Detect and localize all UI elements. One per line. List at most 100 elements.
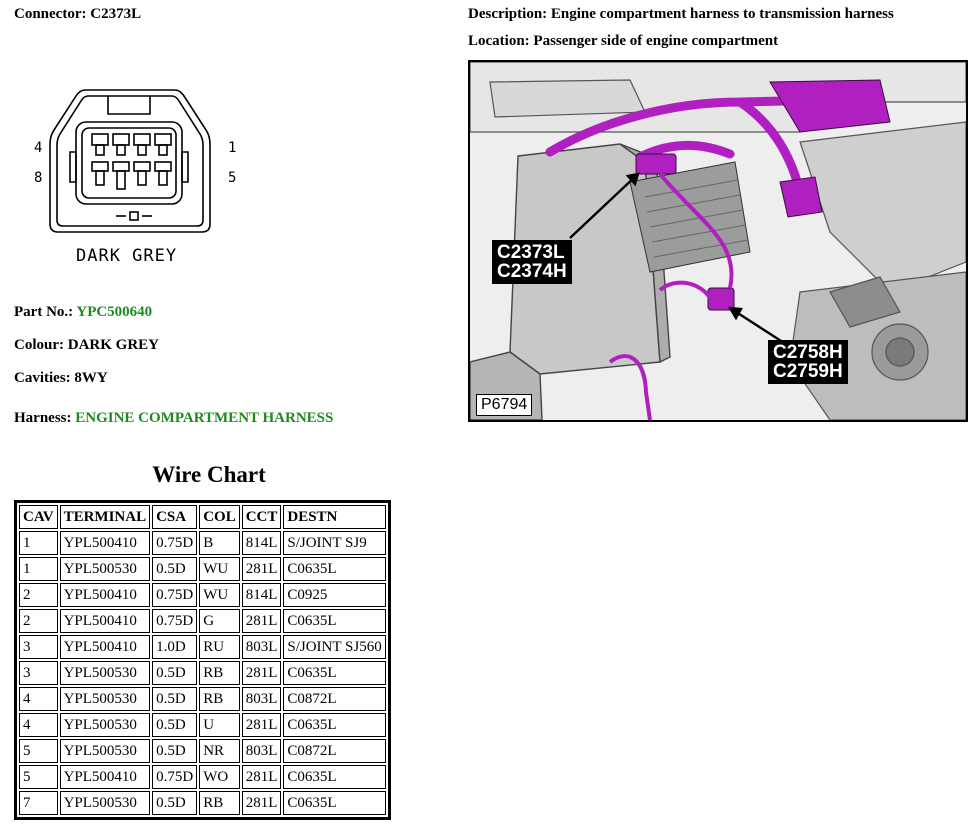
cell-csa: 0.5D [152,557,198,581]
harness-link[interactable]: ENGINE COMPARTMENT HARNESS [75,410,334,426]
cell-cav: 1 [19,531,58,555]
cell-terminal: YPL500410 [59,609,151,633]
callout-c2759h: C2759H [773,361,843,382]
cell-csa: 1.0D [152,635,198,659]
cell-destn: C0872L [283,687,386,711]
column-header-cav: CAV [19,505,58,529]
cell-cct: 281L [241,661,282,685]
part-no-line: Part No.: YPC500640 [14,304,152,321]
cell-col: WU [199,583,240,607]
cavities-line: Cavities: 8WY [14,370,108,387]
cell-terminal: YPL500410 [59,583,151,607]
description-value: Engine compartment harness to transmissi… [550,6,894,22]
part-no-link[interactable]: YPC500640 [76,304,153,320]
cell-destn: C0872L [283,739,386,763]
cell-terminal: YPL500530 [59,557,151,581]
cell-col: RB [199,687,240,711]
colour-line: Colour: DARK GREY [14,337,159,354]
cell-terminal: YPL500530 [59,687,151,711]
cell-csa: 0.5D [152,661,198,685]
cell-cav: 4 [19,713,58,737]
cell-terminal: YPL500410 [59,635,151,659]
location-value: Passenger side of engine compartment [533,33,779,49]
cell-cct: 814L [241,583,282,607]
location-line: Location: Passenger side of engine compa… [468,33,778,50]
cell-cav: 2 [19,609,58,633]
connector-face-svg [49,89,211,233]
cell-destn: C0635L [283,609,386,633]
connector-value: C2373L [90,6,142,22]
cell-cct: 814L [241,531,282,555]
cell-destn: C0635L [283,557,386,581]
pin-label-4: 4 [34,140,43,156]
location-label: Location: [468,33,530,49]
cell-destn: C0635L [283,765,386,789]
cell-csa: 0.75D [152,765,198,789]
cell-cav: 5 [19,765,58,789]
cell-cct: 803L [241,739,282,763]
cell-terminal: YPL500410 [59,531,151,555]
description-label: Description: [468,6,548,22]
cell-col: B [199,531,240,555]
callout-c2758h: C2758H [773,342,843,363]
cell-destn: C0925 [283,583,386,607]
cell-csa: 0.5D [152,739,198,763]
cell-col: U [199,713,240,737]
cell-terminal: YPL500530 [59,791,151,815]
callout-c2758h-c2759h: C2758H C2759H [768,340,848,384]
location-photo: C2373L C2374H C2758H C2759H P6794 [468,60,968,422]
cell-csa: 0.5D [152,687,198,711]
cell-cct: 281L [241,609,282,633]
cell-cct: 281L [241,713,282,737]
cell-csa: 0.75D [152,531,198,555]
cell-cav: 4 [19,687,58,711]
cell-destn: C0635L [283,713,386,737]
column-header-col: COL [199,505,240,529]
cell-csa: 0.75D [152,583,198,607]
cell-cct: 803L [241,687,282,711]
cell-terminal: YPL500410 [59,765,151,789]
column-header-destn: DESTN [283,505,386,529]
description-line: Description: Engine compartment harness … [468,6,894,23]
cell-cav: 7 [19,791,58,815]
cell-col: WU [199,557,240,581]
cell-col: RU [199,635,240,659]
cell-cav: 3 [19,661,58,685]
column-header-terminal: TERMINAL [59,505,151,529]
cell-destn: S/JOINT SJ9 [283,531,386,555]
photo-reference-id: P6794 [476,394,533,416]
column-header-cct: CCT [241,505,282,529]
cell-cct: 281L [241,791,282,815]
cell-cct: 281L [241,557,282,581]
cell-col: NR [199,739,240,763]
cell-cct: 281L [241,765,282,789]
pin-label-8: 8 [34,170,43,186]
pin-label-5: 5 [228,170,237,186]
connector-face-diagram [30,82,220,272]
connector-colour-caption: DARK GREY [76,246,178,266]
wire-chart-header-row: CAV TERMINAL CSA COL CCT DESTN [19,505,386,529]
colour-value: DARK GREY [67,337,160,353]
pin-label-1: 1 [228,140,237,156]
column-header-csa: CSA [152,505,198,529]
cell-cct: 803L [241,635,282,659]
part-no-label: Part No.: [14,304,74,320]
wire-chart-title: Wire Chart [152,462,266,487]
callout-c2373l: C2373L [497,242,565,263]
callout-c2373l-c2374h: C2373L C2374H [492,240,572,284]
cell-cav: 2 [19,583,58,607]
cell-destn: C0635L [283,791,386,815]
cavities-label: Cavities: [14,370,71,386]
callout-c2374h: C2374H [497,261,567,282]
